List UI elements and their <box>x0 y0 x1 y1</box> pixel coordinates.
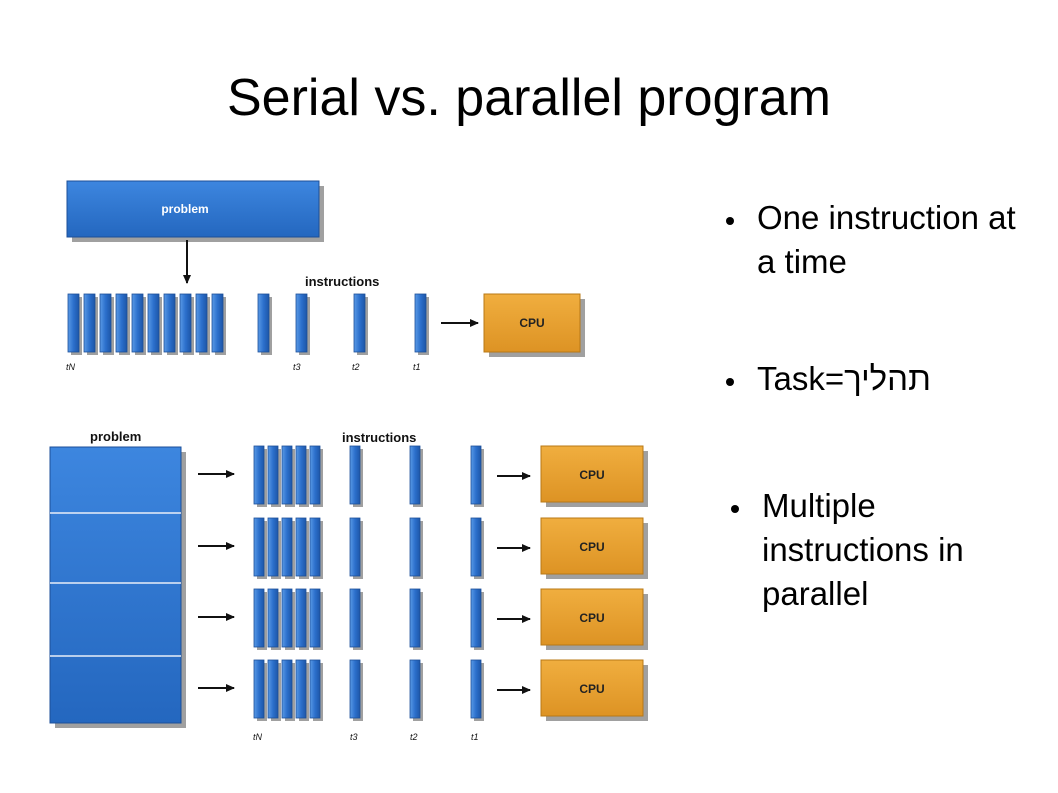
instruction-bar <box>281 517 293 577</box>
parallel-time-label: t2 <box>410 732 418 742</box>
parallel-row: CPU <box>198 659 648 721</box>
cpu-label: CPU <box>579 540 604 554</box>
serial-problem-box: problem <box>66 180 324 242</box>
instruction-bar <box>295 517 307 577</box>
instruction-bar <box>295 293 308 353</box>
instruction-bar <box>470 445 482 505</box>
serial-time-labels: tN t3 t2 t1 <box>66 362 421 372</box>
instruction-bar <box>470 588 482 648</box>
instruction-bar <box>253 588 265 648</box>
instruction-bar <box>349 588 361 648</box>
parallel-time-label: tN <box>253 732 263 742</box>
instruction-bar <box>353 293 366 353</box>
bullet-one-instruction: One instruction at a time <box>726 196 1017 284</box>
instruction-bar <box>309 517 321 577</box>
bullet-dot <box>731 505 739 513</box>
parallel-row: CPU <box>198 588 648 650</box>
parallel-problem-box <box>49 446 186 728</box>
instruction-bar <box>281 659 293 719</box>
instruction-bar <box>281 588 293 648</box>
bullet-task: Task=תהליך <box>726 357 1037 401</box>
instruction-bar <box>267 445 279 505</box>
serial-cpu-label: CPU <box>519 316 544 330</box>
instruction-bar <box>295 659 307 719</box>
bullet-multiple-instructions: Multiple instructions in parallel <box>731 484 1042 616</box>
bullet-text: Multiple instructions in parallel <box>762 487 964 612</box>
serial-time-label: t2 <box>352 362 360 372</box>
cpu-box <box>540 659 644 717</box>
instruction-bar <box>409 517 421 577</box>
slide-title: Serial vs. parallel program <box>226 69 832 127</box>
instruction-bar <box>309 659 321 719</box>
parallel-instructions-label: instructions <box>342 430 416 445</box>
cpu-box <box>540 517 644 575</box>
instruction-bar <box>281 445 293 505</box>
instruction-bar <box>257 293 270 353</box>
instruction-bar <box>409 588 421 648</box>
serial-instructions-label: instructions <box>305 274 379 289</box>
cpu-label: CPU <box>579 468 604 482</box>
serial-problem-label: problem <box>161 202 208 216</box>
instruction-bar <box>99 293 112 353</box>
instruction-bar <box>83 293 96 353</box>
parallel-row: CPU <box>198 445 648 507</box>
bullet-dot <box>726 217 734 225</box>
instruction-bar <box>414 293 427 353</box>
instruction-bar <box>470 517 482 577</box>
instruction-bar <box>211 293 224 353</box>
serial-cpu-box: CPU <box>483 293 585 357</box>
cpu-box <box>540 588 644 646</box>
instruction-bar <box>267 588 279 648</box>
instruction-bar <box>267 517 279 577</box>
instruction-bar <box>470 659 482 719</box>
parallel-time-label: t1 <box>471 732 479 742</box>
instruction-bar <box>253 659 265 719</box>
instruction-bar <box>349 659 361 719</box>
instruction-bar <box>147 293 160 353</box>
cpu-label: CPU <box>579 682 604 696</box>
instruction-bar <box>349 517 361 577</box>
serial-time-label: t3 <box>293 362 301 372</box>
instruction-bar <box>179 293 192 353</box>
parallel-instruction-rows: CPU CPU CPU CPU <box>198 445 648 721</box>
instruction-bar <box>309 588 321 648</box>
instruction-bar <box>131 293 144 353</box>
parallel-time-label: t3 <box>350 732 358 742</box>
parallel-time-labels: tN t3 t2 t1 <box>253 732 479 742</box>
instruction-bar <box>195 293 208 353</box>
instruction-bar <box>253 445 265 505</box>
bullet-dot <box>726 378 734 386</box>
instruction-bar <box>349 445 361 505</box>
parallel-problem-label: problem <box>90 429 141 444</box>
serial-instruction-bars <box>67 293 429 355</box>
instruction-bar <box>309 445 321 505</box>
instruction-bar <box>115 293 128 353</box>
instruction-bar <box>295 445 307 505</box>
bullet-text: Task=תהליך <box>757 360 931 397</box>
serial-time-label: t1 <box>413 362 421 372</box>
instruction-bar <box>409 659 421 719</box>
cpu-box <box>540 445 644 503</box>
serial-time-label: tN <box>66 362 76 372</box>
instruction-bar <box>253 517 265 577</box>
instruction-bar <box>67 293 80 353</box>
instruction-bar <box>409 445 421 505</box>
bullet-text: One instruction at a time <box>757 199 1016 280</box>
instruction-bar <box>163 293 176 353</box>
parallel-row: CPU <box>198 517 648 579</box>
instruction-bar <box>295 588 307 648</box>
instruction-bar <box>267 659 279 719</box>
cpu-label: CPU <box>579 611 604 625</box>
